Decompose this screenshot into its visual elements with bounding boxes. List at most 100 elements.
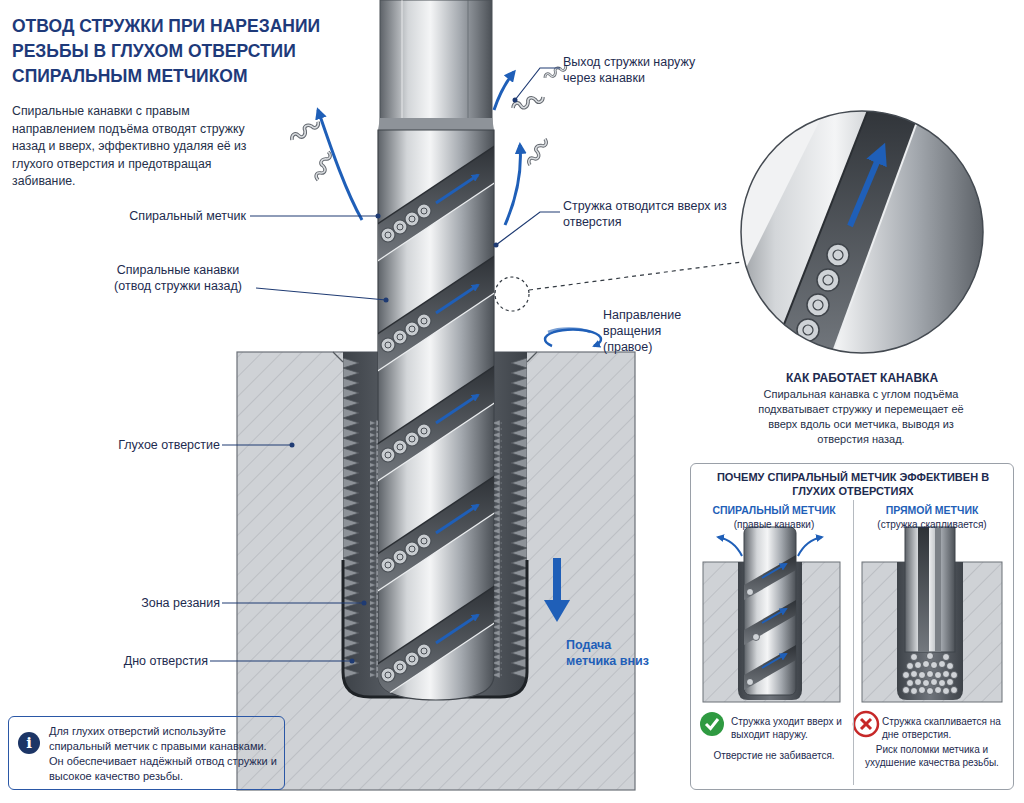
detail-view xyxy=(830,100,925,360)
part-label: Глухое отверстие xyxy=(96,437,220,453)
detail-view xyxy=(741,111,983,353)
straight-tap-mini xyxy=(927,653,934,660)
info-box: Для глухих отверстий используйте спираль… xyxy=(8,716,285,790)
spiral-tap xyxy=(378,118,494,130)
straight-tap-mini xyxy=(903,687,910,694)
info-icon-letter: i xyxy=(18,733,40,753)
detail-view xyxy=(850,150,882,226)
spiral-tap-mini xyxy=(762,564,786,578)
spiral-tap xyxy=(468,0,469,118)
info-icon xyxy=(18,732,40,754)
spiral-tap-mini xyxy=(744,600,796,645)
chip-flow-arrows xyxy=(318,72,520,225)
straight-tap-mini xyxy=(935,527,941,652)
panel-text: Стружка скапливается на дне отверстия. xyxy=(882,715,1004,741)
detail-view xyxy=(813,300,823,310)
comparison-box: ПОЧЕМУ СПИРАЛЬНЫЙ МЕТЧИК ЭФФЕКТИВЕН В ГЛ… xyxy=(690,463,1014,790)
detail-view xyxy=(700,100,1000,360)
spiral-tap xyxy=(376,255,496,372)
straight-tap-mini xyxy=(905,527,955,652)
spiral-tap xyxy=(376,145,496,702)
workpiece-block xyxy=(343,358,359,678)
spiral-tap xyxy=(370,0,502,702)
detail-view xyxy=(823,275,833,285)
straight-tap-mini xyxy=(919,687,926,694)
straight-tap-mini xyxy=(907,663,914,670)
part-label: Спиральные канавки (отвод стружки назад) xyxy=(102,262,254,294)
spiral-tap xyxy=(376,585,496,702)
straight-tap-mini xyxy=(927,688,934,695)
straight-tap-mini xyxy=(911,688,918,695)
panel-subtitle: (правые канавки) xyxy=(699,518,849,531)
straight-tap-mini xyxy=(861,719,871,729)
motion-label: Подача метчика вниз xyxy=(566,637,658,669)
part-label: Выход стружки наружу через канавки xyxy=(563,54,723,86)
part-label: Стружка отводится вверх из отверстия xyxy=(563,198,728,230)
straight-tap-mini xyxy=(918,527,929,652)
spiral-tap xyxy=(370,420,378,678)
panel-text: Риск поломки метчика и ухудшение качеств… xyxy=(858,743,1006,769)
panel-subtitle: (стружка скапливается) xyxy=(854,518,1010,531)
leader-lines xyxy=(256,288,386,300)
workpiece-block xyxy=(333,352,343,362)
leader-dots xyxy=(290,443,295,448)
spiral-tap-mini xyxy=(700,712,724,736)
detail-text: Спиральная канавка с углом подъёма подхв… xyxy=(750,387,972,447)
straight-tap-mini xyxy=(923,680,930,687)
straight-tap-mini xyxy=(854,712,878,736)
leader-lines xyxy=(515,68,560,100)
spiral-tap-mini xyxy=(747,679,754,686)
straight-tap-mini xyxy=(903,653,958,695)
straight-tap-mini xyxy=(923,661,930,668)
motion-label: Направление вращения (правое) xyxy=(603,307,708,355)
straight-tap-mini xyxy=(939,661,946,668)
detail-view xyxy=(797,319,819,341)
chip-curls xyxy=(290,119,320,143)
panel-heading: СПИРАЛЬНЫЙ МЕТЧИК xyxy=(699,504,849,517)
box-heading: ПОЧЕМУ СПИРАЛЬНЫЙ МЕТЧИК ЭФФЕКТИВЕН В ГЛ… xyxy=(712,470,994,498)
chip-flow-arrows xyxy=(494,72,514,110)
straight-tap-mini xyxy=(943,688,950,695)
spiral-tap xyxy=(376,145,496,262)
straight-tap-mini xyxy=(951,687,958,694)
spiral-tap xyxy=(376,475,496,592)
straight-tap-mini xyxy=(911,671,918,678)
straight-tap-mini xyxy=(861,719,871,729)
detail-view xyxy=(495,100,1000,360)
straight-tap-mini xyxy=(951,672,958,679)
straight-tap-mini xyxy=(854,527,1002,736)
leader-lines xyxy=(496,212,560,245)
leader-dots xyxy=(494,243,499,248)
part-label: Зона резания xyxy=(100,595,220,611)
part-label: Дно отверстия xyxy=(90,653,208,669)
straight-tap-mini xyxy=(935,687,942,694)
info-text: Для глухих отверстий используйте спираль… xyxy=(49,724,281,784)
straight-tap-mini xyxy=(943,671,950,678)
chip-curls xyxy=(527,137,548,166)
spiral-tap-mini xyxy=(706,719,718,729)
part-label: Спиральный метчик xyxy=(110,208,246,224)
detail-view xyxy=(827,244,849,266)
detail-heading: КАК РАБОТАЕТ КАНАВКА xyxy=(745,371,979,386)
spiral-tap-mini xyxy=(718,537,742,556)
panel-text: Отверстие не забивается. xyxy=(699,749,849,762)
motion-arrows xyxy=(544,600,570,622)
straight-tap-mini xyxy=(919,672,926,679)
spiral-tap-mini xyxy=(762,609,786,623)
spiral-tap-mini xyxy=(747,589,754,596)
spiral-tap xyxy=(376,365,496,482)
spiral-tap-mini xyxy=(753,634,760,641)
detail-view xyxy=(770,100,925,360)
leader-dots xyxy=(362,601,367,606)
straight-tap-mini xyxy=(947,679,954,686)
straight-tap-mini xyxy=(915,679,922,686)
comparison-panel: СПИРАЛЬНЫЙ МЕТЧИК(правые канавки)Стружка… xyxy=(699,500,849,785)
workpiece-block xyxy=(527,352,537,362)
detail-view xyxy=(817,269,839,291)
chip-curls xyxy=(315,151,332,181)
chip-curls xyxy=(290,64,567,181)
spiral-tap xyxy=(380,0,492,132)
spiral-tap-mini xyxy=(744,527,796,695)
